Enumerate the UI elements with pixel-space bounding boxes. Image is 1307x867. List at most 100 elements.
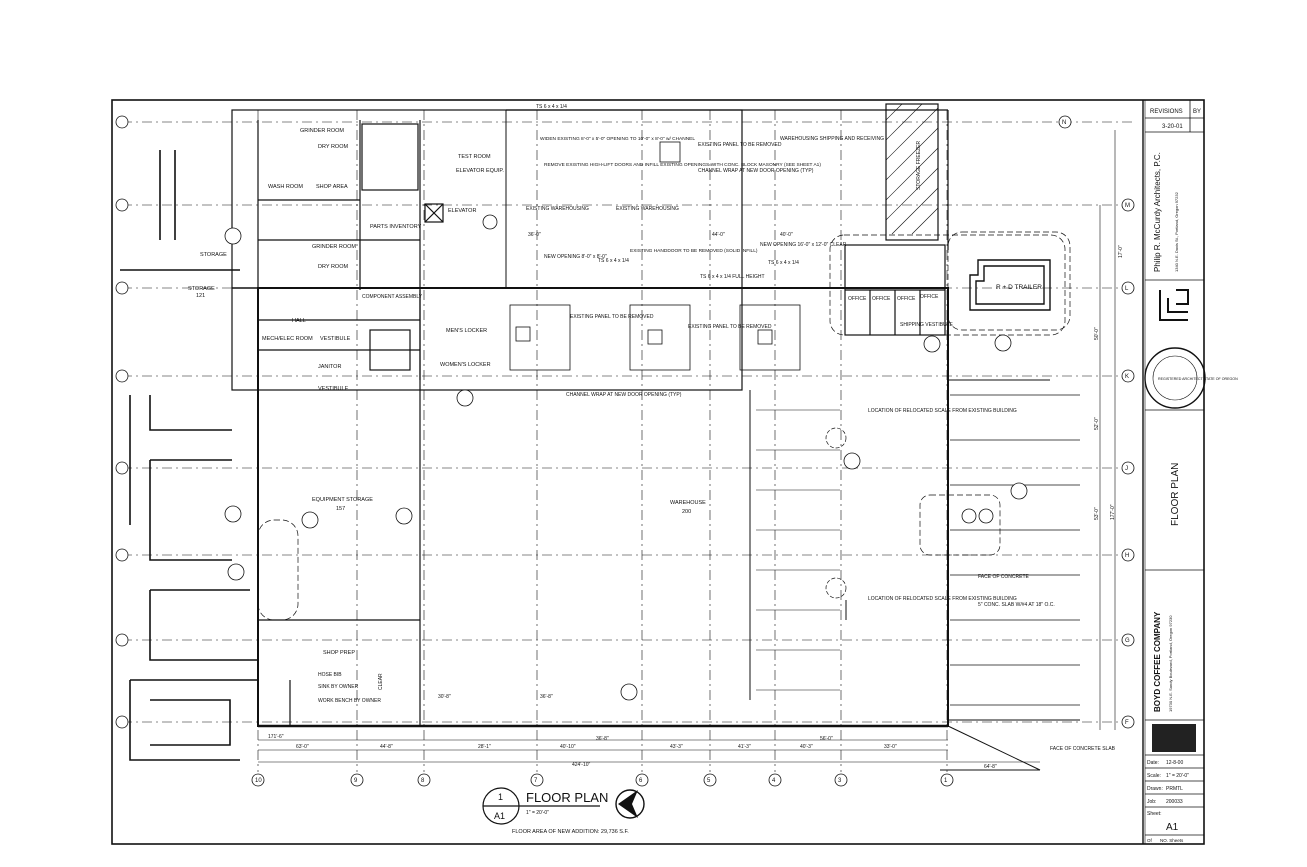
dim-3: 44'-8" [380, 744, 393, 750]
dim-7: 43'-3" [670, 744, 683, 750]
north-arrow-icon [615, 789, 645, 819]
revision-clouds [257, 234, 1066, 621]
note-face-of-slab: FACE OF CONCRETE SLAB [1050, 746, 1116, 752]
room-office-1: OFFICE [848, 296, 867, 302]
room-shop-prep: SHOP PREP [323, 650, 355, 656]
dim-16: 36'-0" [528, 232, 541, 238]
tb-date-label: Date: [1147, 760, 1159, 766]
grid-right-0: N [1062, 120, 1066, 126]
plan-title-scale: 1" = 20'-0" [526, 810, 549, 816]
plan-title-symbol [482, 787, 600, 825]
grid-right-2: L [1125, 286, 1129, 292]
room-office-3: OFFICE [897, 296, 916, 302]
plan-title-text: FLOOR PLAN [526, 790, 608, 805]
room-storage: STORAGE [200, 252, 227, 258]
column-gridlines-vertical [257, 110, 948, 772]
freezer-hatch [885, 103, 939, 235]
room-parts-inventory: PARTS INVENTORY [370, 224, 422, 230]
tb-client: BOYD COFFEE COMPANY [1153, 611, 1162, 712]
room-janitor: JANITOR [318, 364, 341, 370]
column-gridlines-horizontal [122, 121, 1135, 723]
tb-by: BY [1193, 109, 1201, 115]
note-full-height: TS 6 x 4 x 1/4 FULL HEIGHT [700, 274, 765, 280]
tb-sheet-title: FLOOR PLAN [1170, 463, 1181, 526]
grid-bottom-8: 1 [944, 778, 948, 784]
room-warehouse: WAREHOUSE [670, 500, 706, 506]
rd-trailer [947, 231, 1071, 331]
grid-bottom-5: 5 [707, 778, 711, 784]
note-relocated-scale-2: LOCATION OF RELOCATED SCALE FROM EXISTIN… [868, 596, 1017, 602]
room-equipment-storage-no: 157 [336, 506, 345, 512]
title-block-rows [1145, 100, 1204, 836]
room-dry: DRY ROOM [318, 144, 348, 150]
note-ts-3: TS 6 x 4 x 1/4 [768, 260, 799, 266]
existing-panels [509, 141, 801, 371]
note-existing-panel: EXISTING PANEL TO BE REMOVED [698, 142, 782, 148]
room-shop-area: SHOP AREA [316, 184, 348, 190]
existing-left-structure [120, 150, 258, 761]
room-mech: MECH/ELEC ROOM [262, 336, 313, 342]
dim-14: 64'-8" [984, 764, 997, 770]
dimension-lines [258, 130, 1116, 763]
room-grinder: GRINDER ROOM [300, 128, 344, 134]
room-hall: HALL [292, 318, 306, 324]
note-channel-wrap-2: CHANNEL WRAP AT NEW DOOR OPENING (TYP) [566, 392, 682, 398]
dim-17: 44'-0" [712, 232, 725, 238]
grid-bubbles-bottom [251, 773, 954, 787]
room-vestibule-2: VESTIBULE [318, 386, 349, 392]
plan-title-number: 1 [498, 792, 503, 802]
dim-21: 52'-0" [1094, 417, 1100, 430]
note-new-opening-clear: NEW OPENING 16'-0" x 12'-0" CLEAR [760, 242, 847, 248]
plan-title-note: FLOOR AREA OF NEW ADDITION: 29,736 S.F. [512, 829, 629, 835]
tb-drawn-value: PRMTL [1166, 786, 1183, 792]
dim-18: 40'-0" [780, 232, 793, 238]
note-new-opening: NEW OPENING 8'-0" x 8'-0" [544, 254, 607, 260]
sheet-border [111, 99, 1205, 845]
note-widen-opening: WIDEN EXISTING 8'-0" x 5'-0" OPENING TO … [540, 136, 695, 142]
note-existing-panel-3: EXISTING PANEL TO BE REMOVED [688, 324, 772, 330]
note-channel-wrap: CHANNEL WRAP AT NEW DOOR OPENING (TYP) [698, 168, 814, 174]
dim-8: 41'-3" [738, 744, 751, 750]
dim-2: 63'-0" [296, 744, 309, 750]
grid-bottom-4: 6 [639, 778, 643, 784]
grid-right-3: K [1125, 374, 1129, 380]
room-mens-locker: MEN'S LOCKER [446, 328, 487, 334]
grid-right-1: M [1125, 203, 1130, 209]
dim-11: 33'-0" [884, 744, 897, 750]
room-equipment-storage: EQUIPMENT STORAGE [312, 497, 373, 503]
dim-20: 50'-0" [1094, 327, 1100, 340]
dim-22: 53'-0" [1094, 507, 1100, 520]
room-office-4: OFFICE [920, 294, 939, 300]
tb-architect-addr: 1340 N.E. Davis St., Portland, Oregon 97… [1174, 191, 1179, 272]
parking-stripes [950, 394, 1080, 706]
tb-sheet-value: A1 [1166, 822, 1179, 833]
client-logo [1152, 724, 1196, 752]
dim-9: 40'-3" [800, 744, 813, 750]
room-wash: WASH ROOM [268, 184, 303, 190]
grid-right-6: G [1125, 638, 1130, 644]
tb-no-sheets: NO. Sheets [1160, 838, 1184, 843]
tb-drawn-label: Drawn: [1147, 786, 1163, 792]
note-clear: CLEAR [378, 673, 384, 690]
room-storage-freezer: STORAGE FREEZER [916, 141, 922, 190]
note-face-of-concrete: FACE OF CONCRETE [978, 574, 1030, 580]
dim-6: 36'-8" [596, 736, 609, 742]
room-shipping-vestibule: SHIPPING VESTIBULE [900, 322, 953, 328]
grid-bottom-2: 8 [421, 778, 425, 784]
dim-13: 36'-8" [540, 694, 553, 700]
room-elevator: ELEVATOR [448, 208, 476, 214]
note-existing-handdoor: EXISTING HANDDOOR TO BE REMOVED (SOLID I… [630, 248, 758, 254]
tb-architect: Philip R. McCurdy Architects, P.C. [1153, 152, 1162, 272]
grid-right-7: F [1125, 720, 1129, 726]
room-warehouse-no: 200 [682, 509, 691, 515]
note-relocated-scale: LOCATION OF RELOCATED SCALE FROM EXISTIN… [868, 408, 1017, 414]
warehouse-wall-segments [749, 379, 1080, 771]
room-storage-2: STORAGE [188, 286, 215, 292]
note-sink: SINK BY OWNER [318, 684, 359, 690]
note-conc-slab: 5" CONC. SLAB W/#4 AT 18" O.C. [978, 602, 1055, 608]
dim-4: 28'-1" [478, 744, 491, 750]
room-rd-trailer: R + D TRAILER [996, 284, 1042, 291]
room-existing-warehousing-2: EXISTING WAREHOUSING [616, 206, 679, 212]
tb-scale-label: Scale: [1147, 773, 1161, 779]
tb-date-value: 12-8-00 [1166, 760, 1183, 766]
